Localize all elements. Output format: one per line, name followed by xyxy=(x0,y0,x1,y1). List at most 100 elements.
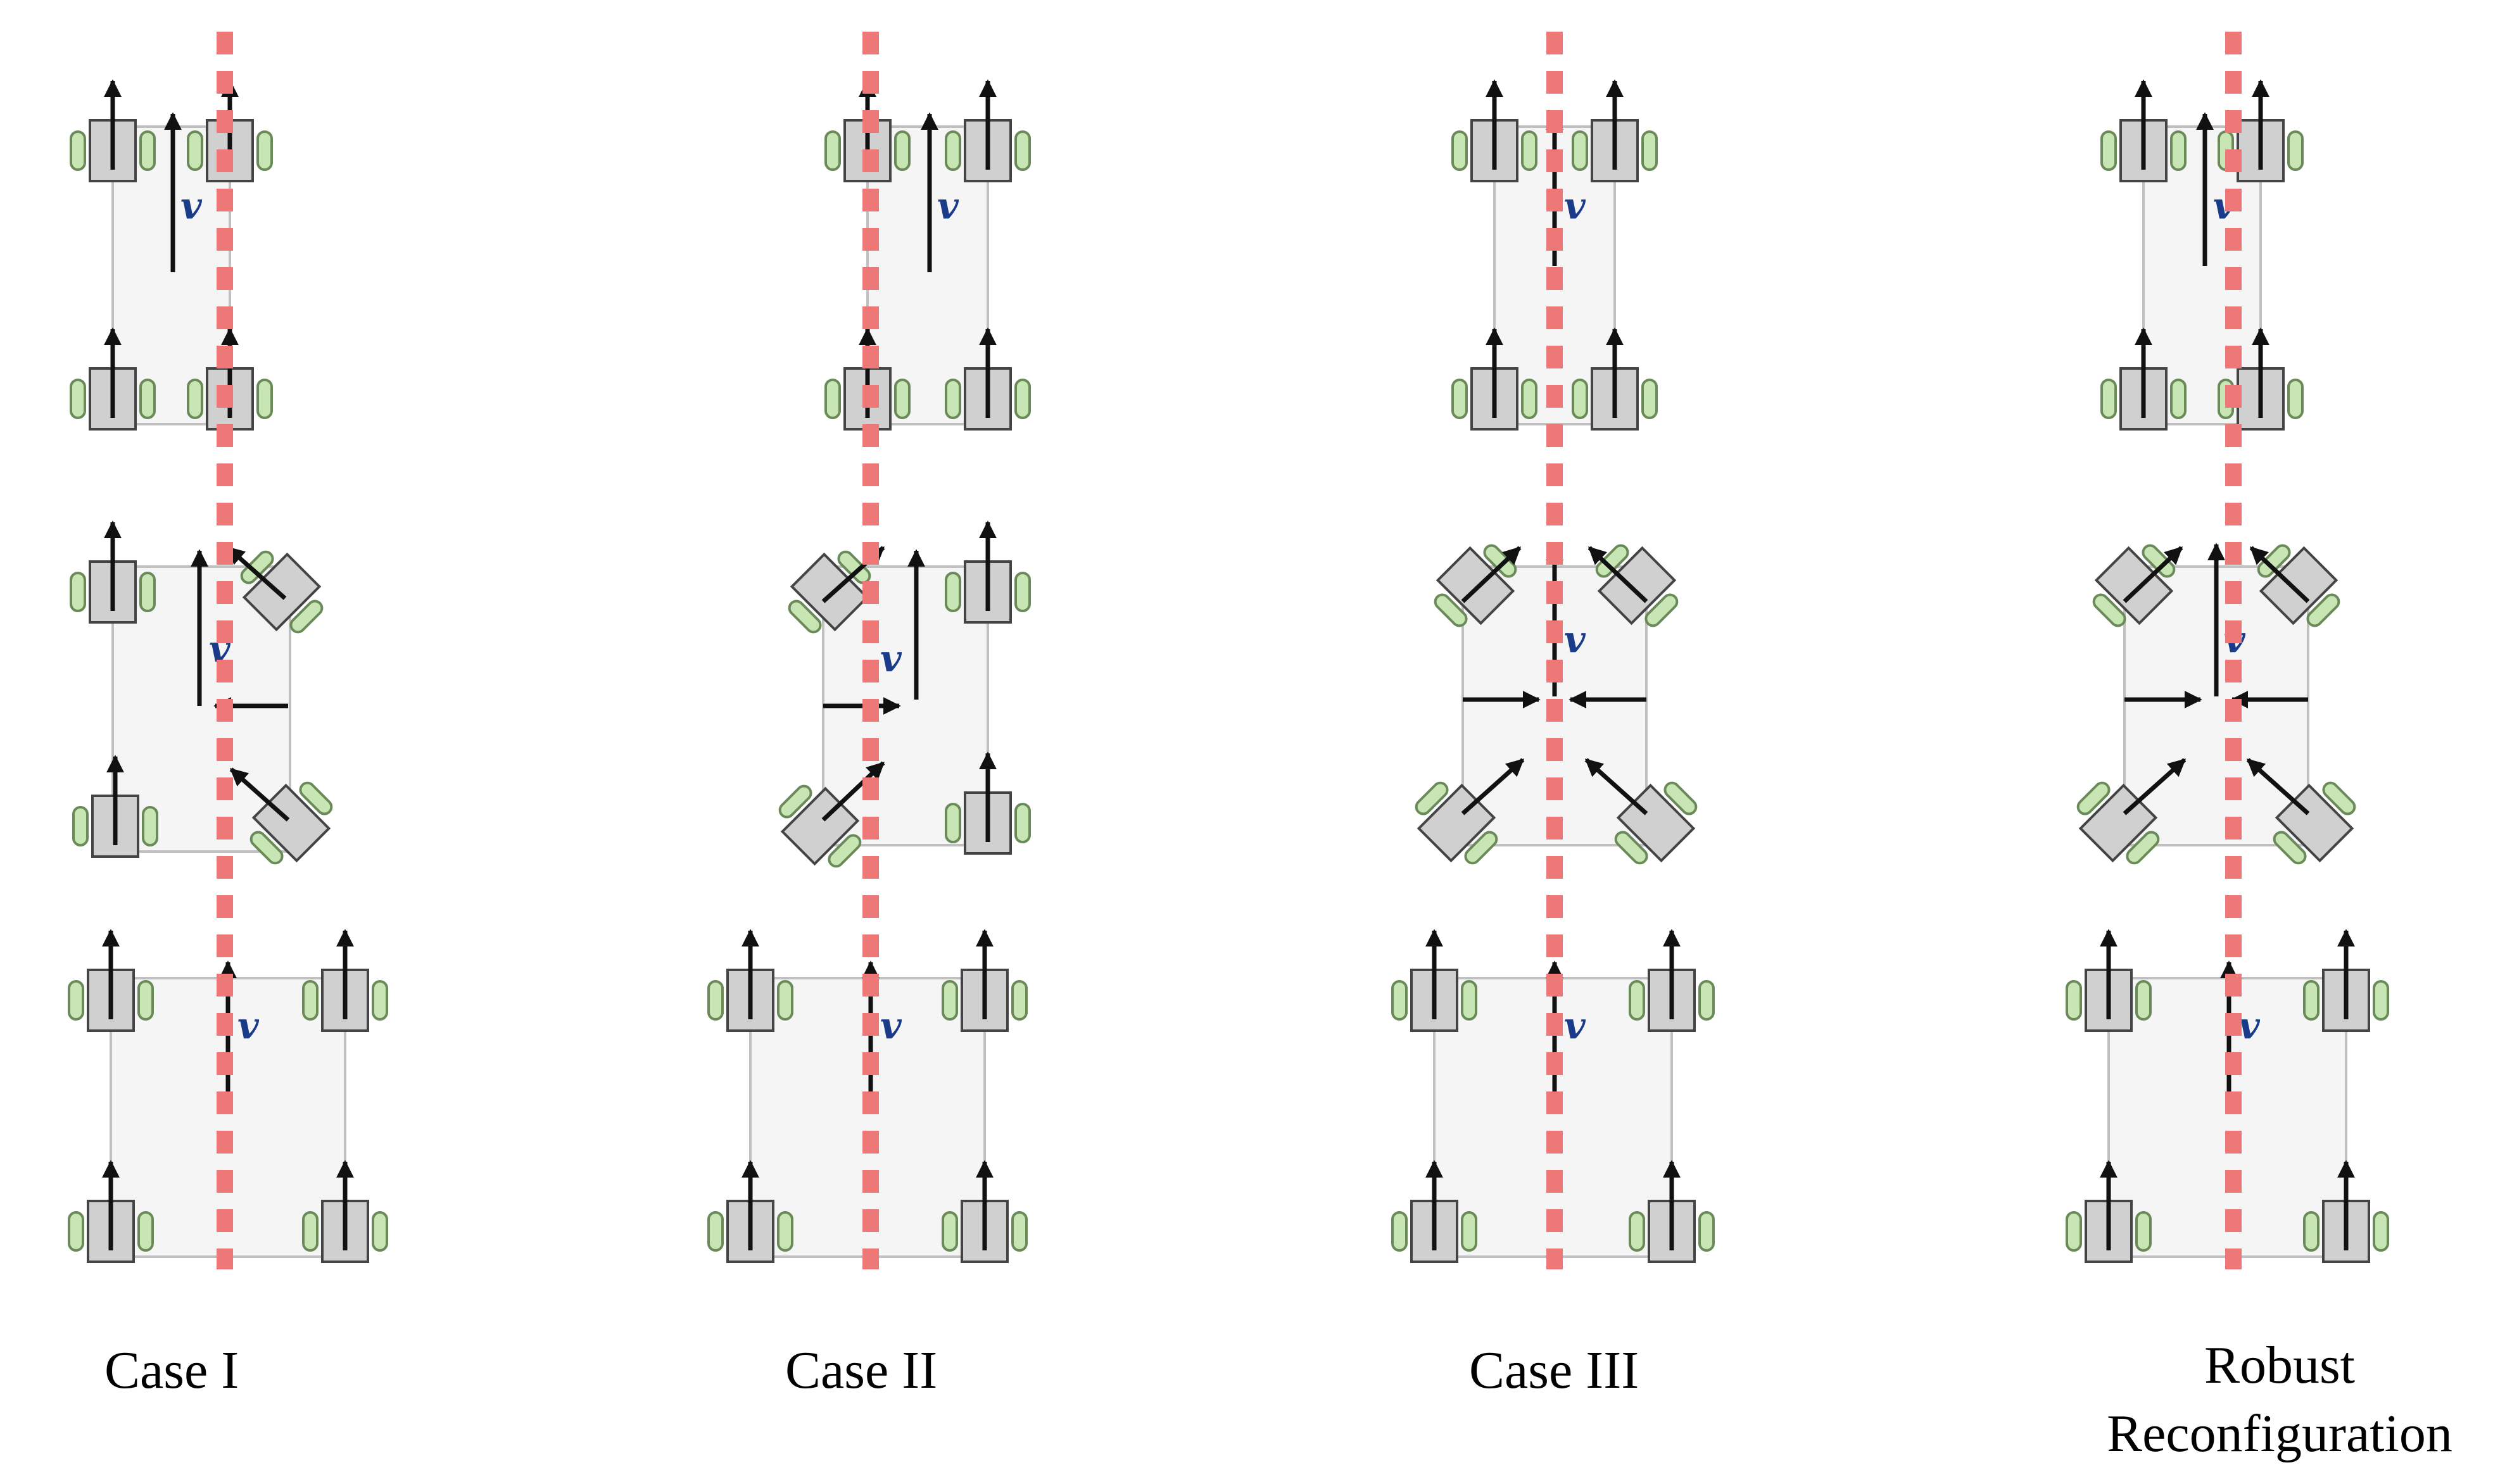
wheel xyxy=(1014,379,1031,419)
wheel-module xyxy=(1434,544,1517,627)
wheel xyxy=(2303,1211,2319,1252)
module-chassis xyxy=(1436,546,1515,626)
wheel xyxy=(942,980,958,1021)
module-chassis xyxy=(2094,546,2174,626)
wheel xyxy=(1595,544,1629,578)
wheel xyxy=(187,130,203,171)
wheel xyxy=(187,379,203,419)
robust-reconfiguration-column: vvv xyxy=(2066,79,2389,1263)
wheel xyxy=(824,379,841,419)
wheel xyxy=(2135,1211,2152,1252)
wheel xyxy=(778,784,812,819)
wheel xyxy=(2373,980,2389,1021)
wheel-module xyxy=(2092,544,2176,627)
velocity-label: v xyxy=(1564,618,1586,661)
direction-arrow xyxy=(2123,546,2183,603)
wheel xyxy=(372,1211,388,1252)
wheel xyxy=(372,980,388,1021)
case-2-middle-robot: v xyxy=(778,520,1031,868)
case-1-top-robot: v xyxy=(70,79,273,431)
module-chassis xyxy=(242,552,322,632)
wheel xyxy=(137,1211,154,1252)
wheel xyxy=(945,130,961,171)
wheel xyxy=(70,572,86,612)
wheel xyxy=(1451,379,1468,419)
robust-top-robot: v xyxy=(2100,79,2304,431)
wheel xyxy=(299,781,333,815)
wheel xyxy=(2170,379,2187,419)
wheel xyxy=(249,831,284,865)
wheel xyxy=(2303,980,2319,1021)
case-2-caption: Case II xyxy=(785,1341,938,1400)
wheel xyxy=(1698,980,1715,1021)
wheel-module xyxy=(788,550,871,634)
wheel-module xyxy=(942,969,1028,1032)
wheel-module xyxy=(240,550,324,634)
robust-reconfiguration-caption-line2: Reconfiguration xyxy=(2107,1404,2452,1463)
wheel xyxy=(2100,379,2117,419)
velocity-label: v xyxy=(937,184,959,227)
case-3-caption: Case III xyxy=(1469,1341,1639,1400)
wheel xyxy=(824,130,841,171)
wheel xyxy=(2066,980,2082,1021)
wheel xyxy=(2257,544,2291,578)
wheel xyxy=(2287,379,2304,419)
case-1-caption: Case I xyxy=(104,1341,239,1400)
wheel xyxy=(1014,130,1031,171)
wheel xyxy=(1391,980,1408,1021)
direction-arrow xyxy=(226,546,287,600)
direction-arrow xyxy=(2249,546,2310,603)
wheel xyxy=(1391,1211,1408,1252)
wheel xyxy=(70,130,86,171)
wheel xyxy=(1014,803,1031,843)
wheel xyxy=(2100,130,2117,171)
wheel xyxy=(142,806,158,846)
velocity-label: v xyxy=(2238,1004,2261,1047)
direction-arrow xyxy=(821,761,885,822)
wheel xyxy=(2373,1211,2389,1252)
wheel xyxy=(1451,130,1468,171)
wheel xyxy=(302,1211,319,1252)
case-2-top-robot: v xyxy=(824,79,1031,431)
wheel xyxy=(777,1211,793,1252)
wheel xyxy=(1014,572,1031,612)
wheel xyxy=(72,806,89,846)
direction-arrow xyxy=(1587,546,1648,603)
wheel xyxy=(1434,593,1468,627)
wheel xyxy=(139,379,156,419)
wheel xyxy=(139,572,156,612)
wheel xyxy=(837,550,871,584)
velocity-label: v xyxy=(1564,184,1586,227)
case-2-column: vvv xyxy=(707,79,1031,1263)
wheel xyxy=(788,600,822,634)
wheel xyxy=(1521,130,1537,171)
wheel xyxy=(1521,379,1537,419)
wheel xyxy=(2322,781,2356,815)
direction-arrow xyxy=(229,767,290,822)
wheel xyxy=(2287,130,2304,171)
module-chassis xyxy=(790,552,869,632)
wheel xyxy=(1415,781,1449,815)
wheel xyxy=(1641,379,1658,419)
wheel xyxy=(2142,544,2176,578)
wheel xyxy=(2066,1211,2082,1252)
direction-arrow xyxy=(2123,758,2187,815)
velocity-label: v xyxy=(180,184,203,227)
wheel xyxy=(894,379,911,419)
wheel-module xyxy=(2257,544,2340,627)
wheel xyxy=(137,980,154,1021)
direction-arrow xyxy=(2246,758,2310,815)
wheel xyxy=(1572,379,1588,419)
wheel xyxy=(1629,1211,1645,1252)
wheel xyxy=(1698,1211,1715,1252)
case-2-bottom-robot: v xyxy=(707,929,1028,1263)
wheel xyxy=(1461,1211,1477,1252)
wheel-module xyxy=(945,560,1031,624)
wheel xyxy=(1464,831,1498,865)
wheel xyxy=(707,1211,724,1252)
wheel xyxy=(2126,831,2160,865)
wheel xyxy=(1461,980,1477,1021)
wheel xyxy=(256,379,273,419)
velocity-label: v xyxy=(1564,1004,1586,1047)
